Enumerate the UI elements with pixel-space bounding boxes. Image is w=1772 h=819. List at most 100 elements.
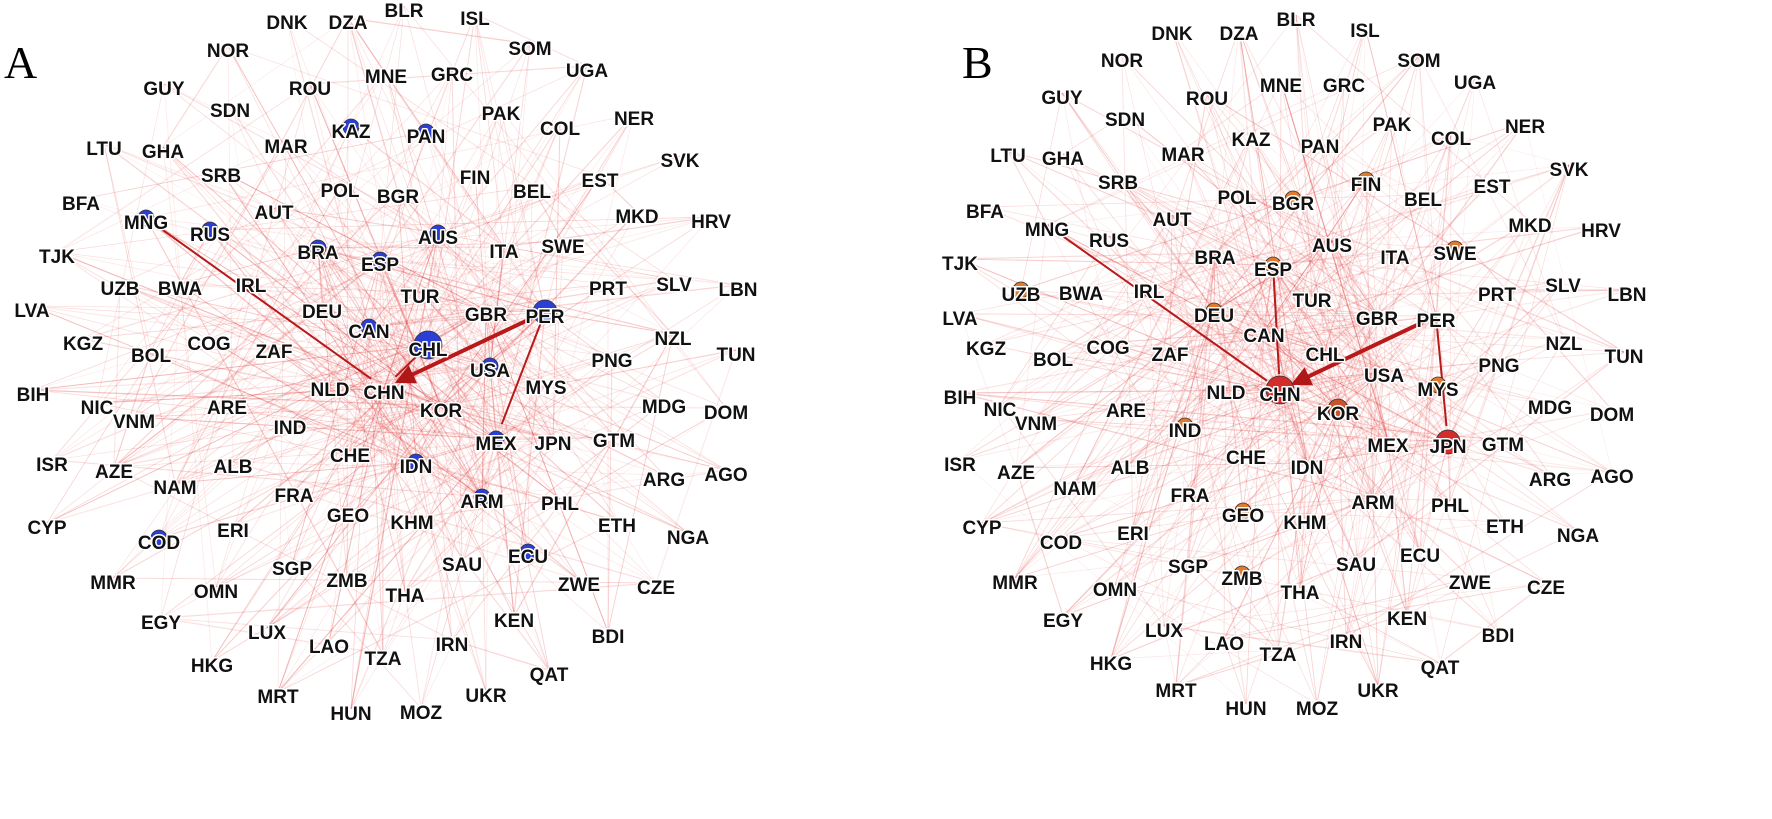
network-edge bbox=[1306, 360, 1500, 464]
highlighted-node bbox=[407, 453, 425, 471]
network-edge bbox=[1418, 55, 1449, 443]
highlighted-node bbox=[1264, 256, 1282, 274]
network-edge bbox=[112, 384, 331, 579]
network-edge bbox=[1447, 441, 1579, 532]
network-edge bbox=[82, 338, 554, 440]
network-edge bbox=[1213, 252, 1216, 312]
network-edge bbox=[226, 365, 491, 404]
node-label-lux: LUX bbox=[1145, 621, 1183, 642]
network-edge bbox=[383, 279, 675, 389]
network-edge bbox=[379, 259, 613, 357]
network-edge bbox=[1187, 561, 1279, 651]
network-edge bbox=[103, 143, 176, 484]
network-edge bbox=[1263, 252, 1396, 332]
network-edge bbox=[513, 311, 546, 617]
node-label-irn: IRN bbox=[436, 635, 469, 656]
node-label-nor: NOR bbox=[1101, 51, 1144, 72]
network-edge bbox=[1304, 408, 1339, 519]
network-edge bbox=[32, 389, 442, 407]
network-edge bbox=[1035, 315, 1437, 420]
network-edge bbox=[1387, 338, 1565, 442]
network-edge bbox=[229, 105, 483, 498]
network-edge bbox=[1074, 134, 1252, 485]
network-edge bbox=[1311, 289, 1628, 297]
network-edge bbox=[503, 246, 674, 335]
network-edge bbox=[1214, 252, 1306, 519]
node-label-gtm: GTM bbox=[1482, 435, 1524, 456]
network-edge bbox=[485, 309, 609, 633]
node-label-phl: PHL bbox=[541, 494, 579, 515]
network-edge bbox=[31, 305, 370, 328]
network-edge bbox=[266, 405, 442, 629]
network-edge bbox=[1245, 313, 1378, 705]
network-edge bbox=[273, 207, 439, 234]
highlighted-node bbox=[417, 123, 435, 141]
network-edge bbox=[959, 258, 1374, 499]
network-edge bbox=[162, 146, 217, 588]
network-edge bbox=[1345, 471, 1613, 638]
network-edge bbox=[1117, 177, 1274, 266]
network-edge bbox=[1015, 194, 1424, 469]
network-edge bbox=[1331, 25, 1366, 242]
network-edge bbox=[220, 170, 487, 311]
network-edge bbox=[266, 405, 442, 629]
network-edge bbox=[1074, 441, 1449, 485]
network-edge bbox=[1108, 235, 1551, 476]
highlighted-node bbox=[1176, 417, 1194, 435]
network-edge bbox=[277, 232, 439, 693]
network-edge bbox=[1132, 310, 1215, 530]
network-edge bbox=[103, 143, 546, 313]
network-edge bbox=[1272, 264, 1389, 442]
network-edge bbox=[96, 387, 385, 404]
network-edge bbox=[1337, 80, 1345, 410]
node-label-mdg: MDG bbox=[642, 397, 686, 418]
network-edge bbox=[1163, 240, 1333, 627]
network-edge bbox=[1015, 452, 1247, 469]
network-edge bbox=[158, 405, 442, 539]
network-edge bbox=[321, 306, 417, 463]
network-edge bbox=[382, 387, 385, 655]
node-label-sdn: SDN bbox=[210, 101, 250, 122]
node-label-are: ARE bbox=[207, 398, 247, 419]
network-edge bbox=[174, 333, 674, 484]
network-edge bbox=[1304, 440, 1389, 519]
network-edge bbox=[1331, 181, 1493, 242]
network-edge bbox=[291, 232, 439, 565]
network-edge bbox=[229, 105, 323, 308]
network-edge bbox=[1062, 153, 1308, 464]
network-edge bbox=[133, 259, 381, 418]
network-edge bbox=[317, 247, 413, 519]
network-edge bbox=[277, 108, 502, 693]
network-edge bbox=[1236, 192, 1294, 200]
network-edge bbox=[383, 108, 502, 389]
network-edge bbox=[1206, 93, 1265, 332]
node-label-hrv: HRV bbox=[1581, 221, 1621, 242]
network-edge bbox=[1148, 28, 1240, 288]
network-edge bbox=[1015, 224, 1048, 469]
network-edge bbox=[119, 283, 442, 407]
network-edge bbox=[451, 438, 554, 641]
node-label-irl: IRL bbox=[236, 276, 267, 297]
node-label-tha: THA bbox=[385, 586, 424, 607]
network-edge bbox=[379, 5, 405, 261]
network-edge bbox=[347, 438, 554, 512]
node-label-dnk: DNK bbox=[1151, 24, 1192, 45]
network-edge bbox=[379, 43, 531, 261]
network-edge bbox=[489, 365, 515, 617]
network-edge bbox=[1383, 248, 1456, 372]
network-edge bbox=[1213, 310, 1378, 315]
node-label-col: COL bbox=[540, 119, 581, 140]
network-edge bbox=[1383, 119, 1393, 372]
network-edge bbox=[489, 211, 638, 367]
network-edge bbox=[273, 346, 417, 463]
network-edge bbox=[80, 131, 427, 200]
network-edge bbox=[959, 392, 1504, 441]
network-edge bbox=[220, 170, 319, 249]
network-edge bbox=[96, 402, 561, 500]
network-edge bbox=[427, 211, 638, 346]
network-edge bbox=[485, 309, 618, 522]
network-edge bbox=[368, 108, 502, 328]
network-edge bbox=[1263, 225, 1602, 332]
network-edge bbox=[113, 306, 323, 468]
